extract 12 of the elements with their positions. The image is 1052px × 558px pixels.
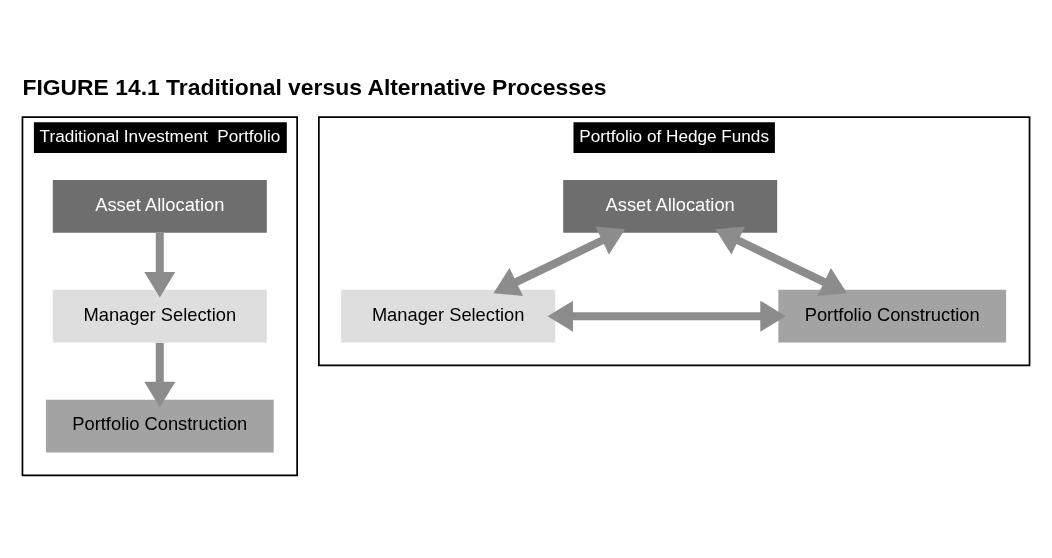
- arrow: [715, 226, 847, 297]
- node-box: Manager Selection: [52, 289, 267, 343]
- arrow: [547, 300, 786, 332]
- arrow: [144, 342, 176, 408]
- diagram-title: FIGURE 14.1 Traditional versus Alternative Processes: [22, 74, 607, 101]
- node-box: Portfolio Construction: [45, 399, 274, 453]
- node-box: Manager Selection: [341, 289, 556, 343]
- node-box: Asset Allocation: [52, 180, 267, 233]
- arrow: [493, 226, 626, 297]
- node-box: Portfolio Construction: [778, 289, 1007, 343]
- node-box: Asset Allocation: [563, 180, 778, 233]
- arrow: [144, 232, 176, 298]
